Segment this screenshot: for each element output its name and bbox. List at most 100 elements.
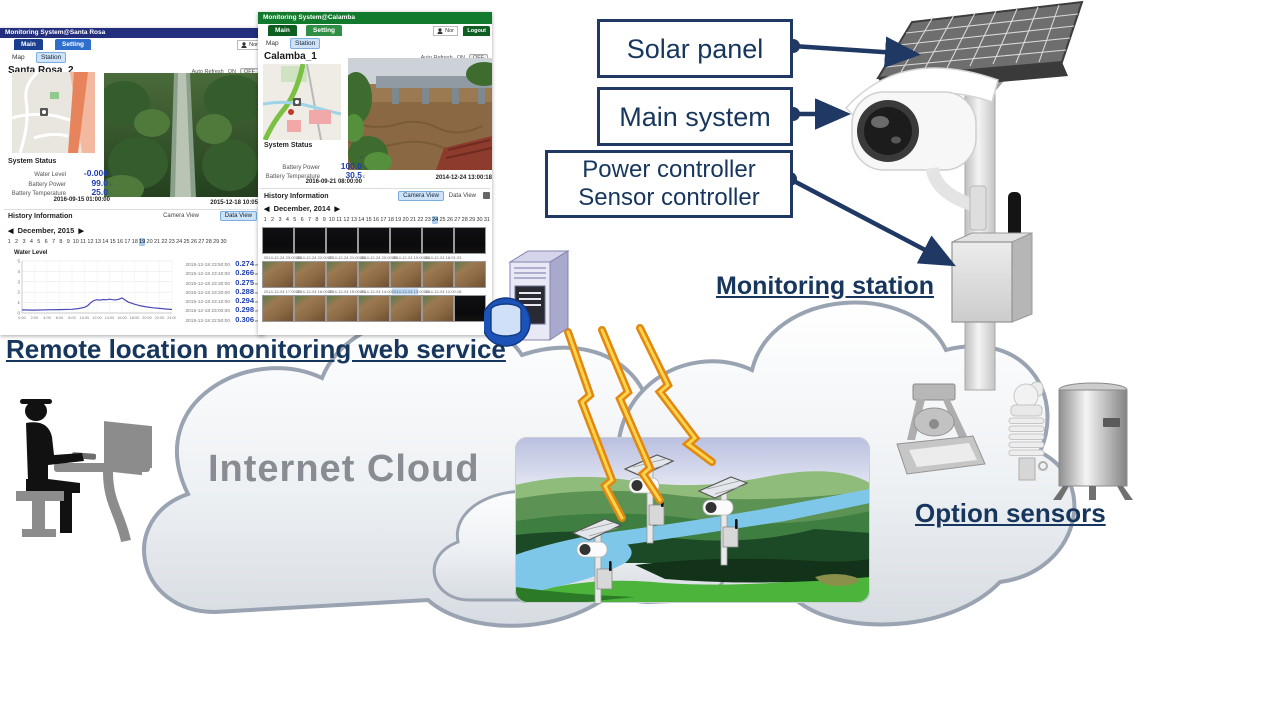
calendar-day[interactable]: 28 xyxy=(205,239,212,245)
calendar-day[interactable]: 2 xyxy=(271,217,275,223)
calendar-day[interactable]: 14 xyxy=(358,217,365,223)
calendar-header[interactable]: ◀ December, 2015 ▶ xyxy=(8,226,84,235)
calendar-day[interactable]: 16 xyxy=(372,217,380,223)
camera-thumbnail[interactable]: 2014-12-24 20:00:25 xyxy=(358,227,397,261)
calendar-day[interactable]: 20 xyxy=(402,217,409,223)
data-view-button[interactable]: Data View xyxy=(219,211,257,221)
camera-thumbnail[interactable] xyxy=(422,295,454,322)
camera-thumbnail[interactable] xyxy=(326,295,358,322)
calendar-day[interactable]: 27 xyxy=(198,239,205,245)
calendar-day[interactable]: 6 xyxy=(44,239,48,245)
calendar-day[interactable]: 25 xyxy=(183,239,190,245)
calendar-day[interactable]: 19 xyxy=(395,217,402,223)
calendar-day[interactable]: 1 xyxy=(263,217,267,223)
calendar-day[interactable]: 9 xyxy=(66,239,70,245)
calendar-day[interactable]: 28 xyxy=(461,217,468,223)
calendar-day[interactable]: 21 xyxy=(153,239,161,245)
calendar-day[interactable]: 30 xyxy=(476,217,483,223)
calendar-day[interactable]: 16 xyxy=(116,239,124,245)
calendar-day[interactable]: 11 xyxy=(80,239,86,245)
camera-thumbnail[interactable]: 2014-12-24 21:00:28 xyxy=(326,227,365,261)
nav-map[interactable]: Map xyxy=(12,54,25,61)
calendar-day[interactable]: 19 xyxy=(139,238,146,246)
calendar-day[interactable]: 24 xyxy=(176,239,183,245)
camera-thumbnail[interactable] xyxy=(358,295,390,322)
calendar-day[interactable]: 3 xyxy=(278,217,282,223)
grid-settings-icon[interactable] xyxy=(483,192,490,199)
calendar-day[interactable]: 4 xyxy=(285,217,289,223)
calendar-day[interactable]: 8 xyxy=(315,217,319,223)
station-camera-photo[interactable] xyxy=(104,73,258,197)
calendar-day[interactable]: 18 xyxy=(387,217,394,223)
calendar-day[interactable]: 2 xyxy=(15,239,19,245)
calendar-day[interactable]: 5 xyxy=(37,239,41,245)
calendar-day[interactable]: 22 xyxy=(161,239,168,245)
camera-thumbnail[interactable] xyxy=(454,295,486,322)
calendar-day[interactable]: 25 xyxy=(439,217,446,223)
camera-thumbnail[interactable]: 2014-12-24 14:00:21 xyxy=(358,261,397,295)
calendar-day[interactable]: 20 xyxy=(146,239,153,245)
camera-thumbnail[interactable] xyxy=(262,295,294,322)
camera-view-button[interactable]: Camera View xyxy=(398,191,444,201)
calendar-day[interactable]: 12 xyxy=(87,239,94,245)
camera-thumbnail[interactable] xyxy=(294,295,326,322)
calendar-day[interactable]: 4 xyxy=(29,239,33,245)
calendar-day[interactable]: 13 xyxy=(94,239,101,245)
data-view-button[interactable]: Data View xyxy=(448,193,476,199)
calendar-day[interactable]: 15 xyxy=(109,239,116,245)
calendar-day[interactable]: 17 xyxy=(380,217,387,223)
calendar-day[interactable]: 29 xyxy=(213,239,220,245)
calendar-day[interactable]: 24 xyxy=(431,216,439,224)
calendar-day[interactable]: 7 xyxy=(52,239,56,245)
camera-thumbnail[interactable]: 2014-12-24 16:00:22 xyxy=(294,261,333,295)
calendar-day[interactable]: 26 xyxy=(190,239,198,245)
tab-setting[interactable]: Setting xyxy=(55,39,92,50)
user-chip[interactable]: Nor xyxy=(433,26,458,36)
calendar-day[interactable]: 23 xyxy=(424,217,431,223)
logout-button[interactable]: Logout xyxy=(463,26,490,36)
camera-view-button[interactable]: Camera View xyxy=(163,213,199,219)
calendar-day[interactable]: 31 xyxy=(483,217,490,223)
nav-map[interactable]: Map xyxy=(266,40,279,47)
tab-setting[interactable]: Setting xyxy=(306,25,343,36)
calendar-day[interactable]: 23 xyxy=(168,239,175,245)
camera-thumbnail[interactable]: 2014-12-24 23:00:28 xyxy=(262,227,301,261)
calendar-day[interactable]: 1 xyxy=(7,239,11,245)
tab-main[interactable]: Main xyxy=(14,39,43,50)
calendar-header[interactable]: ◀ December, 2014 ▶ xyxy=(264,204,340,213)
nav-station[interactable]: Station xyxy=(290,38,321,49)
station-map-thumbnail[interactable] xyxy=(12,72,95,153)
calendar-day[interactable]: 8 xyxy=(59,239,63,245)
camera-thumbnail[interactable]: 2014-12-24 12:00:18 xyxy=(422,261,461,295)
calendar-day[interactable]: 9 xyxy=(322,217,326,223)
calendar-day[interactable]: 21 xyxy=(409,217,417,223)
calendar-day[interactable]: 5 xyxy=(293,217,297,223)
camera-thumbnail[interactable] xyxy=(390,295,422,322)
camera-thumbnail[interactable]: 2014-12-24 22:00:27 xyxy=(294,227,333,261)
camera-thumbnail[interactable] xyxy=(454,227,486,261)
calendar-day[interactable]: 10 xyxy=(72,239,79,245)
calendar-day[interactable]: 15 xyxy=(365,217,372,223)
calendar-day[interactable]: 26 xyxy=(446,217,454,223)
nav-station[interactable]: Station xyxy=(36,52,67,63)
camera-thumbnail[interactable]: 2014-12-24 15:00:21 xyxy=(326,261,365,295)
calendar-day[interactable]: 27 xyxy=(454,217,461,223)
calendar-day[interactable]: 30 xyxy=(220,239,227,245)
calendar-day[interactable]: 18 xyxy=(131,239,138,245)
calendar-day[interactable]: 17 xyxy=(124,239,131,245)
calendar-day[interactable]: 29 xyxy=(469,217,476,223)
camera-thumbnail[interactable] xyxy=(454,261,486,295)
calendar-day[interactable]: 14 xyxy=(102,239,109,245)
calendar-day[interactable]: 22 xyxy=(417,217,424,223)
station-map-thumbnail[interactable] xyxy=(263,64,341,140)
calendar-day[interactable]: 7 xyxy=(308,217,312,223)
station-camera-photo[interactable] xyxy=(348,58,492,170)
calendar-day[interactable]: 10 xyxy=(328,217,335,223)
calendar-day[interactable]: 6 xyxy=(300,217,304,223)
calendar-day[interactable]: 11 xyxy=(336,217,342,223)
camera-thumbnail[interactable]: 2014-12-24 18:01:23 xyxy=(422,227,461,261)
camera-thumbnail[interactable]: 2014-12-24 13:00:18 xyxy=(390,261,429,295)
